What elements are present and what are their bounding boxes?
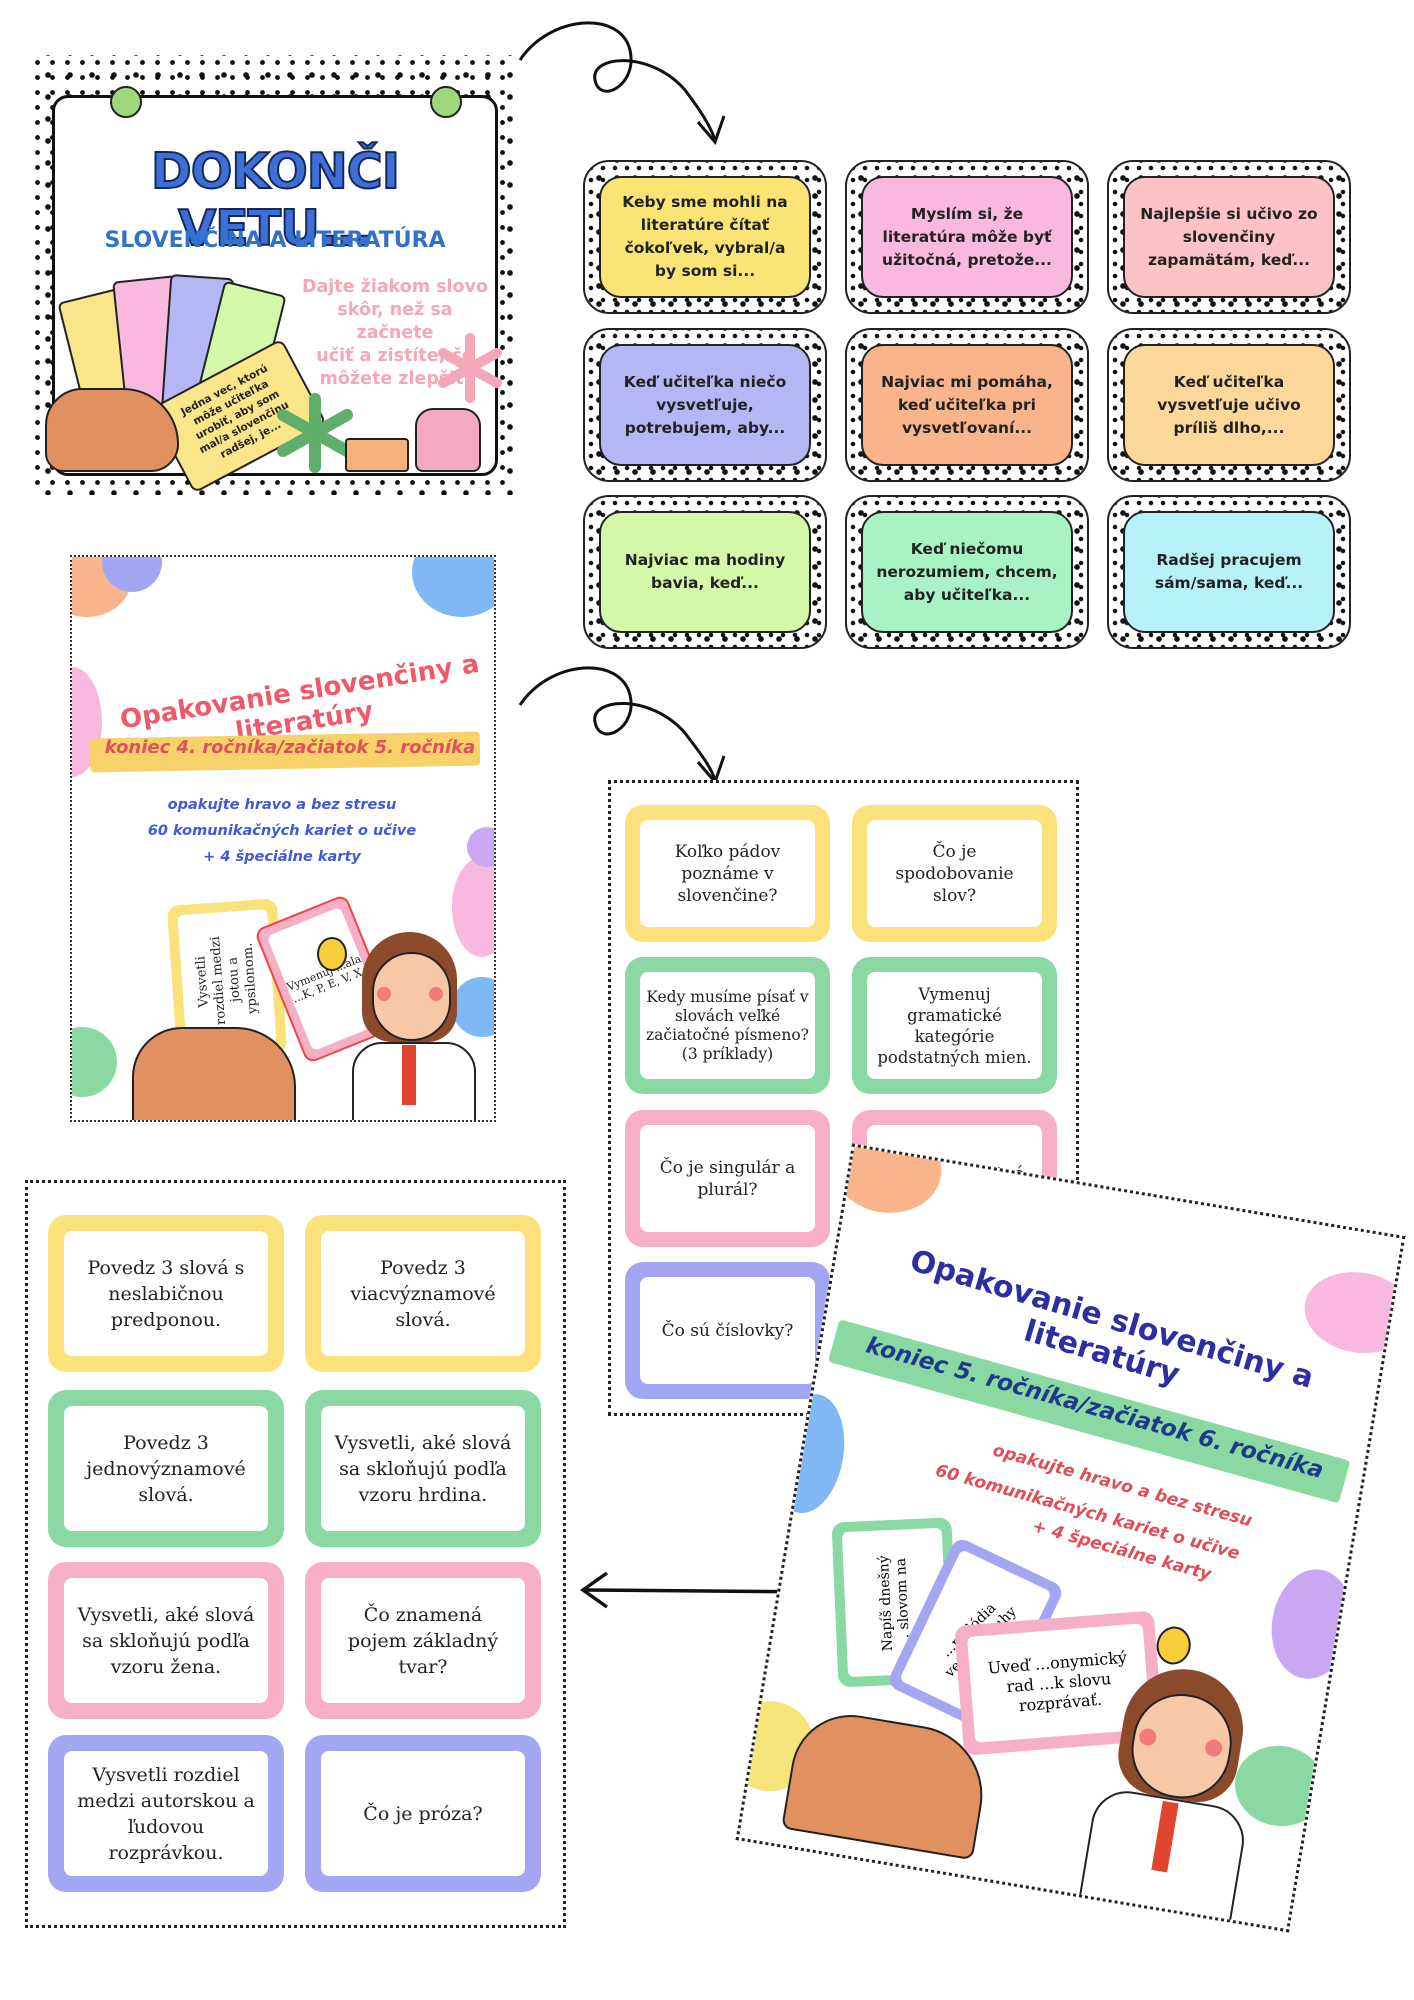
- cover-4-5-rocnik: Opakovanie slovenčiny a literatúry konie…: [70, 555, 496, 1122]
- cover-card-text: Uveď ...onymický rad ...k slovu rozpráva…: [986, 1647, 1128, 1716]
- cover-dokonci-vetu: DOKONČI VETU... SLOVENČINA A LITERATÚRA …: [30, 55, 515, 495]
- question-card-text: Povedz 3 viacvýznamové slová.: [321, 1231, 525, 1356]
- cover-inner-panel: DOKONČI VETU... SLOVENČINA A LITERATÚRA …: [45, 86, 502, 494]
- cover-line: + 4 špeciálne karty: [203, 849, 361, 865]
- sentence-card-text: Keď učiteľka vysvetľuje učivo príliš dlh…: [1123, 344, 1335, 466]
- asterisk-icon: [277, 393, 353, 473]
- question-card-text: Vysvetli, aké slová sa skloňujú podľa vz…: [64, 1578, 268, 1703]
- cover-line: 60 komunikačných kariet o učive: [147, 823, 417, 839]
- decor-blob: [412, 557, 494, 617]
- sentence-card-text: Keby sme mohli na literatúre čítať čokoľ…: [599, 176, 811, 298]
- question-card: Koľko pádov poznáme v slovenčine?: [625, 805, 830, 942]
- cover-grade: koniec 4. ročníka/začiatok 5. ročníka: [104, 737, 476, 758]
- pencil-cup-illustration: [345, 438, 409, 472]
- question-card: Povedz 3 jednovýznamové slová.: [48, 1390, 284, 1547]
- question-card: Kedy musíme písať v slovách veľké začiat…: [625, 957, 830, 1094]
- question-card: Vysvetli rozdiel medzi autorskou a ľudov…: [48, 1735, 284, 1892]
- sentence-card-text: Najviac ma hodiny bavia, keď...: [599, 511, 811, 633]
- question-card: Vysvetli, aké slová sa skloňujú podľa vz…: [48, 1562, 284, 1719]
- question-card: Čo je singulár a plurál?: [625, 1110, 830, 1247]
- sentence-card: Keby sme mohli na literatúre čítať čokoľ…: [583, 160, 827, 314]
- pin-icon: [430, 86, 462, 118]
- sentence-card-text: Najviac mi pomáha, keď učiteľka pri vysv…: [861, 344, 1073, 466]
- cover-note-line: Dajte žiakom slovo: [301, 277, 489, 297]
- sentence-card: Najviac ma hodiny bavia, keď...: [583, 495, 827, 649]
- cover-note-line: skôr, než sa začnete: [337, 300, 453, 343]
- hand-illustration: [781, 1705, 993, 1861]
- question-card: Čo sú číslovky?: [625, 1262, 830, 1399]
- pink-asterisk-icon: [438, 333, 502, 403]
- pin-icon: [110, 86, 142, 118]
- decor-blob: [452, 977, 494, 1037]
- cover-5-6-rocnik: Opakovanie slovenčiny a literatúry konie…: [735, 1143, 1406, 1933]
- sentence-card-text: Keď učiteľka niečo vysvetľuje, potrebuje…: [599, 344, 811, 466]
- lightbulb-icon: [1153, 1623, 1194, 1668]
- cover-note-line: môžete zlepšiť.: [319, 369, 471, 389]
- question-card-text: Vysvetli rozdiel medzi autorskou a ľudov…: [64, 1751, 268, 1876]
- cover-title: DOKONČI VETU...: [150, 142, 401, 258]
- question-card-text: Vymenuj gramatické kategórie podstatných…: [867, 972, 1042, 1079]
- question-card-text: Kedy musíme písať v slovách veľké začiat…: [640, 972, 815, 1079]
- sentence-card: Radšej pracujem sám/sama, keď...: [1107, 495, 1351, 649]
- sentence-card: Keď učiteľka niečo vysvetľuje, potrebuje…: [583, 328, 827, 482]
- cover-subtitle: SLOVENČINA A LITERATÚRA: [104, 228, 446, 253]
- lightbulb-icon: [317, 937, 347, 971]
- decor-blob: [1228, 1739, 1331, 1833]
- hand-illustration: [132, 1027, 296, 1120]
- question-card-text: Povedz 3 jednovýznamové slová.: [64, 1406, 268, 1531]
- hand-illustration: [45, 388, 179, 472]
- question-card: Čo je próza?: [305, 1735, 541, 1892]
- sentence-card: Myslím si, že literatúra môže byť užitoč…: [845, 160, 1089, 314]
- sentence-card-text: Myslím si, že literatúra môže byť užitoč…: [861, 176, 1073, 298]
- sentence-card-text: Keď niečomu nerozumiem, chcem, aby učite…: [861, 511, 1073, 633]
- question-card: Čo znamená pojem základný tvar?: [305, 1562, 541, 1719]
- decor-blob: [467, 827, 494, 867]
- cover-note: Dajte žiakom slovo skôr, než sa začnete …: [300, 276, 490, 391]
- question-card: Povedz 3 viacvýznamové slová.: [305, 1215, 541, 1372]
- sentence-card: Najviac mi pomáha, keď učiteľka pri vysv…: [845, 328, 1089, 482]
- sentence-card: Najlepšie si učivo zo slovenčiny zapamät…: [1107, 160, 1351, 314]
- question-card-text: Čo znamená pojem základný tvar?: [321, 1578, 525, 1703]
- tie-icon: [402, 1045, 416, 1105]
- question-card-text: Povedz 3 slová s neslabičnou predponou.: [64, 1231, 268, 1356]
- question-card-text: Čo sú číslovky?: [640, 1277, 815, 1384]
- question-card-text: Koľko pádov poznáme v slovenčine?: [640, 820, 815, 927]
- cover-line: opakujte hravo a bez stresu: [167, 797, 397, 813]
- question-card: Čo je spodobovanie slov?: [852, 805, 1057, 942]
- curly-arrow-icon: [518, 21, 726, 145]
- sentence-card-text: Najlepšie si učivo zo slovenčiny zapamät…: [1123, 176, 1335, 298]
- question-card: Vymenuj gramatické kategórie podstatných…: [852, 957, 1057, 1094]
- sentence-card: Keď učiteľka vysvetľuje učivo príliš dlh…: [1107, 328, 1351, 482]
- cover-card-text: Vysvetli rozdiel medzi jotou a ypsilonom…: [193, 935, 261, 1025]
- question-card: Vysvetli, aké slová sa skloňujú podľa vz…: [305, 1390, 541, 1547]
- decor-blob: [1298, 1264, 1406, 1362]
- question-card-text: Čo je spodobovanie slov?: [867, 820, 1042, 927]
- decor-blob: [452, 857, 494, 957]
- question-card-text: Čo je próza?: [321, 1751, 525, 1876]
- cheek-icon: [377, 987, 391, 1001]
- question-card: Povedz 3 slová s neslabičnou predponou.: [48, 1215, 284, 1372]
- cover-note-line: učiť a zistíte, čo: [316, 346, 474, 366]
- decor-blob: [1263, 1563, 1361, 1685]
- sentence-card: Keď niečomu nerozumiem, chcem, aby učite…: [845, 495, 1089, 649]
- sentence-card-text: Radšej pracujem sám/sama, keď...: [1123, 511, 1335, 633]
- question-card-text: Čo je singulár a plurál?: [640, 1125, 815, 1232]
- backpack-illustration: [415, 408, 481, 472]
- decor-blob: [72, 1027, 117, 1097]
- cheek-icon: [429, 987, 443, 1001]
- question-card-text: Vysvetli, aké slová sa skloňujú podľa vz…: [321, 1406, 525, 1531]
- curly-arrow-icon: [518, 666, 726, 785]
